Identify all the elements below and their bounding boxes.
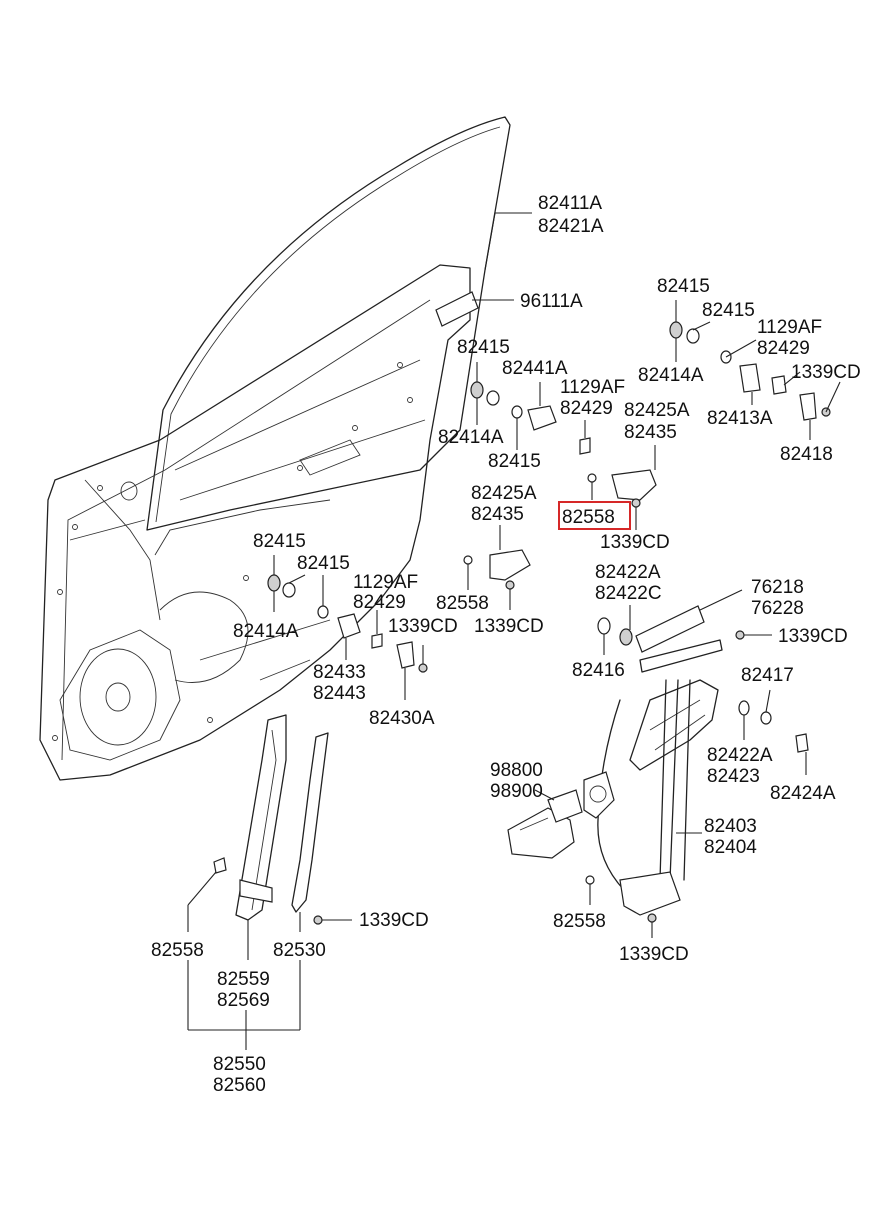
label-76228: 76228 xyxy=(751,598,804,619)
label-96111A: 96111A xyxy=(520,291,583,312)
label-82558: 82558 xyxy=(553,911,606,932)
label-82415: 82415 xyxy=(702,300,755,321)
door-glass xyxy=(146,116,511,531)
label-82550: 82550 xyxy=(213,1054,266,1075)
label-82560: 82560 xyxy=(213,1075,266,1096)
label-82417: 82417 xyxy=(741,665,794,686)
label-82423: 82423 xyxy=(707,766,760,787)
label-82430A: 82430A xyxy=(369,708,435,729)
front-run-channel xyxy=(291,732,329,913)
label-1129AF: 1129AF xyxy=(757,317,822,338)
door-inner-panel xyxy=(39,264,479,781)
label-82443: 82443 xyxy=(313,683,366,704)
label-1129AF: 1129AF xyxy=(560,377,625,398)
window-motor xyxy=(507,789,583,859)
label-82422A: 82422A xyxy=(595,562,661,583)
label-82429: 82429 xyxy=(560,398,613,419)
label-82415: 82415 xyxy=(253,531,306,552)
leader-lines xyxy=(187,212,841,1050)
label-82425A: 82425A xyxy=(471,483,537,504)
label-1339CD: 1339CD xyxy=(359,910,429,931)
label-98800: 98800 xyxy=(490,760,543,781)
label-1339CD: 1339CD xyxy=(388,616,458,637)
label-82559: 82559 xyxy=(217,969,270,990)
label-82429: 82429 xyxy=(353,592,406,613)
label-82422A: 82422A xyxy=(707,745,773,766)
label-82415: 82415 xyxy=(457,337,510,358)
label-98900: 98900 xyxy=(490,781,543,802)
label-1339CD: 1339CD xyxy=(778,626,848,647)
hardware-middle xyxy=(267,381,657,673)
label-82414A: 82414A xyxy=(233,621,299,642)
label-82404: 82404 xyxy=(704,837,757,858)
label-76218: 76218 xyxy=(751,577,804,598)
label-82414A: 82414A xyxy=(638,365,704,386)
label-82433: 82433 xyxy=(313,662,366,683)
label-1339CD: 1339CD xyxy=(600,532,670,553)
label-82558-highlighted[interactable]: 82558 xyxy=(562,507,615,528)
part-labels: 82411A 82421A 96111A 82415 82415 1129AF … xyxy=(151,193,861,1096)
label-82558: 82558 xyxy=(151,940,204,961)
label-1339CD: 1339CD xyxy=(791,362,861,383)
label-82415: 82415 xyxy=(657,276,710,297)
label-82415: 82415 xyxy=(297,553,350,574)
label-82435: 82435 xyxy=(624,422,677,443)
label-82569: 82569 xyxy=(217,990,270,1011)
label-82418: 82418 xyxy=(780,444,833,465)
channel-bolt xyxy=(213,857,323,925)
label-82415: 82415 xyxy=(488,451,541,472)
highlight-box xyxy=(558,501,631,530)
label-82429: 82429 xyxy=(757,338,810,359)
label-82558: 82558 xyxy=(436,593,489,614)
window-regulator xyxy=(583,605,809,923)
label-82421A: 82421A xyxy=(538,216,604,237)
label-82411A: 82411A xyxy=(538,193,602,214)
rear-guide-channel xyxy=(235,714,287,921)
label-82414A: 82414A xyxy=(438,427,504,448)
label-82422C: 82422C xyxy=(595,583,662,604)
label-82403: 82403 xyxy=(704,816,757,837)
label-82425A: 82425A xyxy=(624,400,690,421)
label-1339CD: 1339CD xyxy=(474,616,544,637)
label-1339CD: 1339CD xyxy=(619,944,689,965)
label-82424A: 82424A xyxy=(770,783,836,804)
label-1129AF: 1129AF xyxy=(353,572,418,593)
label-82530: 82530 xyxy=(273,940,326,961)
hardware-top-right xyxy=(669,321,831,421)
label-82441A: 82441A xyxy=(502,358,568,379)
label-82416: 82416 xyxy=(572,660,625,681)
label-82413A: 82413A xyxy=(707,408,773,429)
label-82435: 82435 xyxy=(471,504,524,525)
